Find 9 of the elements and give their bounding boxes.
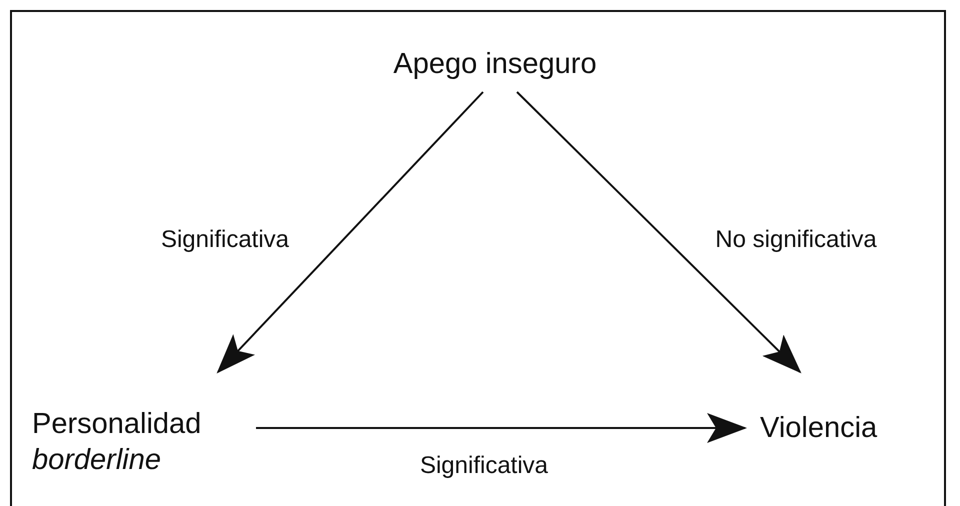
node-label: Personalidad borderline [32,407,202,478]
node-label: Violencia [760,411,878,446]
edge-label: No significativa [715,226,877,254]
edge-label: Significativa [160,226,290,254]
node-label: Apego inseguro [392,47,598,82]
arrow [256,413,747,443]
arrow [516,91,802,374]
edge-label: Significativa [420,452,548,480]
arrow [216,91,484,374]
